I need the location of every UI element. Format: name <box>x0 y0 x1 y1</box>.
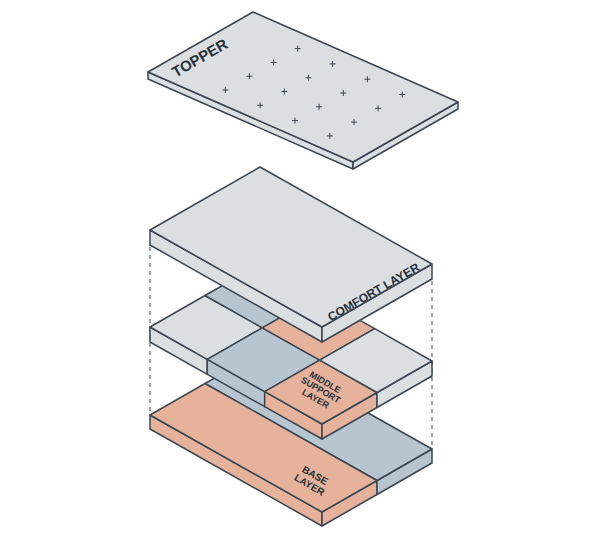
layer-top <box>148 12 458 162</box>
comfort-layer-shape <box>150 167 432 342</box>
quilting-marks <box>222 46 405 139</box>
topper-shape <box>148 12 458 169</box>
layer-top <box>150 167 432 327</box>
layer-cell <box>320 329 432 393</box>
